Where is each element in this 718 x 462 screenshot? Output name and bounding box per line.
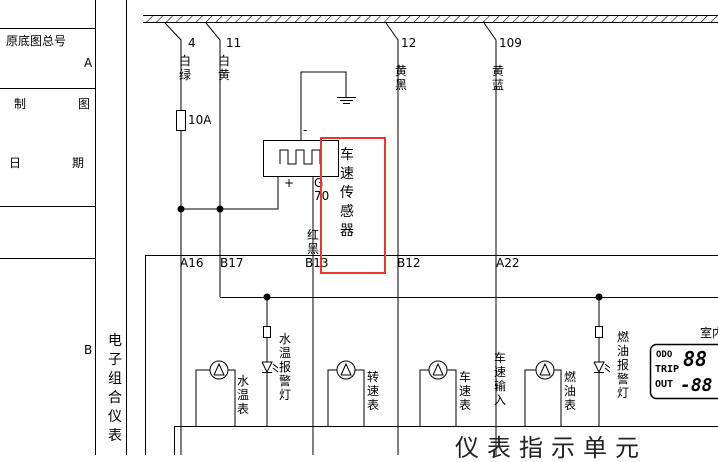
- title-block-revision-b: B: [84, 343, 92, 357]
- wire-number-4: 4: [188, 37, 196, 50]
- pin-a22: A22: [496, 257, 519, 270]
- wire-color-sensor: 红黑: [306, 228, 320, 256]
- title-block-drawing-number: 原底图总号: [6, 34, 66, 48]
- pin-b12: B12: [397, 257, 421, 270]
- speed-signal-label: 车速输入: [493, 351, 507, 407]
- wire-color-12: 黄黑: [394, 64, 408, 92]
- title-block-date-left: 日: [9, 156, 21, 170]
- pin-b17: B17: [220, 257, 244, 270]
- tachometer-label: 转速表: [366, 370, 380, 412]
- indoor-label: 室内: [700, 327, 718, 340]
- odometer-odo-label: ODO: [656, 350, 672, 360]
- wire-color-11: 白黄: [217, 54, 231, 82]
- cluster-bottom-text: 仪表指示单元: [455, 436, 647, 460]
- water-temp-warning-label: 水温报警灯: [278, 332, 292, 402]
- pin-b13: B13: [305, 257, 329, 270]
- wire-color-4: 白绿: [178, 54, 192, 82]
- wire-color-109: 黄蓝: [491, 64, 505, 92]
- wire-number-11: 11: [226, 37, 241, 50]
- pin-a16: A16: [180, 257, 203, 270]
- fuel-gauge-label: 燃油表: [563, 370, 577, 412]
- odometer-digits-bottom: -88: [680, 375, 713, 396]
- sensor-label: 车速传感器: [339, 146, 355, 241]
- title-block-date-right: 期: [72, 156, 84, 170]
- odometer-trip-label: TRIP: [655, 364, 679, 375]
- fuel-warning-label: 燃油报警灯: [616, 330, 630, 400]
- odometer-digits-top: 88: [683, 347, 707, 371]
- title-block-drawn-by-right: 图: [78, 97, 90, 111]
- top-bus: [143, 15, 718, 23]
- title-block-drawn-by-left: 制: [14, 97, 26, 111]
- sensor-plus-terminal: +: [284, 177, 294, 190]
- speedometer-label: 车速表: [458, 370, 472, 412]
- wire-number-109: 109: [499, 37, 522, 50]
- fuse-rating: 10A: [188, 114, 211, 127]
- odometer-out-label: OUT: [655, 379, 673, 390]
- sensor-minus-terminal: -: [303, 124, 307, 137]
- title-block-revision-a: A: [84, 56, 92, 70]
- wire-number-12: 12: [401, 37, 416, 50]
- water-temp-gauge-label: 水温表: [236, 374, 250, 416]
- cluster-label: 电子组合仪表: [107, 332, 123, 446]
